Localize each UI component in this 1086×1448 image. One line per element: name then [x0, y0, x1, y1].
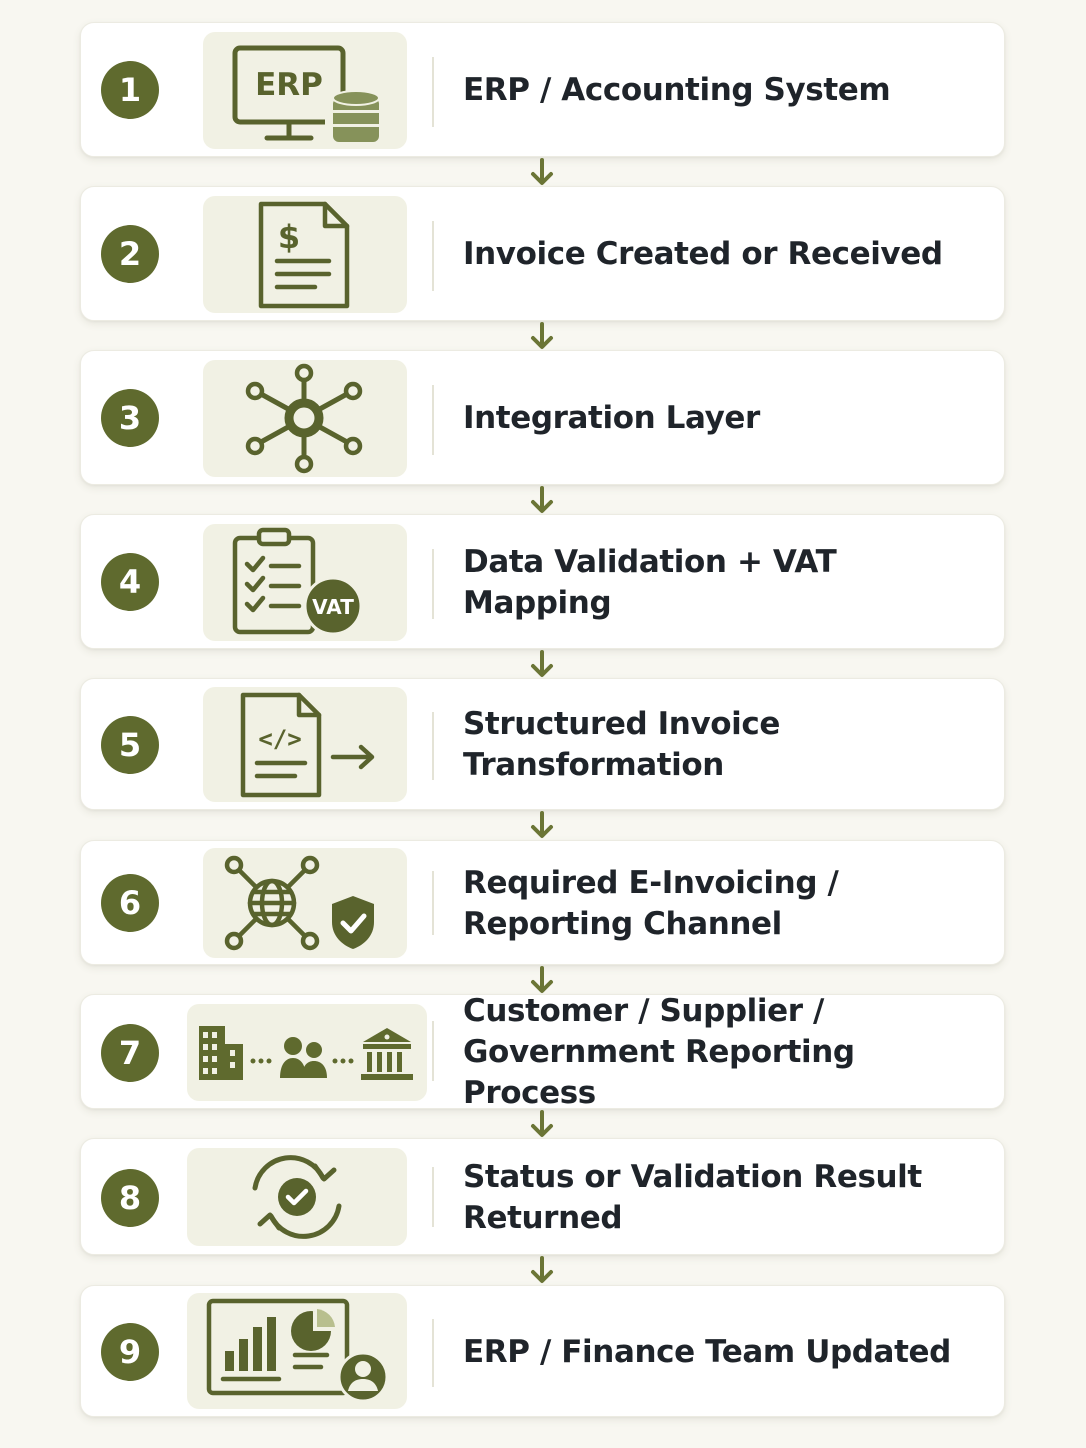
divider: [432, 1021, 434, 1081]
integration-hub-network-icon: [245, 363, 363, 474]
step-number-badge: 7: [101, 1024, 159, 1082]
divider: [432, 385, 434, 455]
vat-badge-text: VAT: [312, 595, 354, 619]
step-number-badge: 8: [101, 1169, 159, 1227]
step-label-line: Structured Invoice Transformation: [463, 706, 780, 783]
step-label: Status or Validation Result Returned: [463, 1139, 990, 1256]
divider: [432, 712, 434, 780]
step-label-line: ERP / Finance Team Updated: [463, 1333, 951, 1370]
pie-chart-icon: [291, 1309, 335, 1351]
step-card-8: 8 Status or Validation Result Returned: [80, 1138, 1005, 1255]
flow-arrow: [531, 966, 553, 993]
step-number-badge: 1: [101, 61, 159, 119]
step-label: Integration Layer: [463, 351, 990, 486]
flow-arrow: [531, 811, 553, 838]
code-document-arrow-icon: </>: [240, 692, 375, 798]
step-card-7: 7: [80, 993, 1005, 1111]
divider: [432, 1319, 434, 1387]
step-label-line: Integration Layer: [463, 400, 760, 436]
checklist-clipboard-vat-icon: VAT: [232, 527, 363, 636]
step-label: Required E-Invoicing / Reporting Channel: [463, 841, 990, 966]
step-card-9: 9 ERP / Fina: [80, 1285, 1005, 1417]
step-number-badge: 4: [101, 553, 159, 611]
divider: [432, 57, 434, 127]
step-card-6: 6 Required E-In: [80, 840, 1005, 965]
step-label-line: Status or Validation Result Returned: [463, 1158, 922, 1236]
flow-arrow: [531, 1110, 553, 1137]
step-card-2: 2 $ Invoice Created or Received: [80, 186, 1005, 321]
step-number-badge: 5: [101, 716, 159, 774]
step-label-line: ERP / Accounting System: [463, 72, 891, 108]
flow-arrow: [531, 1256, 553, 1283]
icon-tile: [187, 1148, 407, 1246]
dollar-sign-text: $: [278, 218, 300, 256]
step-label-line: Data Validation + VAT Mapping: [463, 543, 837, 621]
icon-tile: [187, 1293, 407, 1409]
icon-tile: ERP: [203, 32, 407, 149]
step-number-badge: 6: [101, 874, 159, 932]
icon-tile: [187, 1004, 427, 1101]
step-label-line: Customer / Supplier /: [463, 993, 824, 1029]
icon-tile: [203, 360, 407, 477]
step-label: ERP / Accounting System: [463, 23, 990, 158]
step-number-badge: 2: [101, 225, 159, 283]
step-card-4: 4 VAT Data Validation + VAT Mapping: [80, 514, 1005, 649]
step-label: ERP / Finance Team Updated: [463, 1286, 990, 1418]
erp-computer-database-icon: ERP: [232, 45, 385, 146]
globe-network-shield-icon: [224, 855, 374, 951]
divider: [432, 1167, 434, 1227]
step-label: Invoice Created or Received: [463, 187, 990, 322]
icon-tile: [203, 848, 407, 958]
step-label: Structured Invoice Transformation: [463, 679, 990, 811]
step-label-line: Invoice Created or Received: [463, 236, 943, 272]
divider: [432, 549, 434, 619]
step-label-line: Required E-Invoicing /: [463, 864, 839, 901]
people-icon: [280, 1037, 327, 1078]
step-label-line: Government Reporting Process: [463, 1034, 855, 1111]
step-label-line: Reporting Channel: [463, 905, 782, 942]
step-number-badge: 9: [101, 1323, 159, 1381]
code-brackets-text: </>: [258, 725, 301, 753]
flow-arrow: [531, 322, 553, 349]
icon-tile: $: [203, 196, 407, 313]
divider: [432, 871, 434, 935]
invoice-dollar-document-icon: $: [258, 201, 350, 309]
divider: [432, 221, 434, 291]
icon-tile: </>: [203, 687, 407, 802]
bar-chart-icon: [225, 1317, 276, 1371]
flow-arrow: [531, 158, 553, 185]
erp-icon-text: ERP: [255, 67, 323, 103]
step-card-5: 5 </> Structured Invoice Transformation: [80, 678, 1005, 810]
step-card-1: 1 ERP ERP / Accounting System: [80, 22, 1005, 157]
step-number-badge: 3: [101, 389, 159, 447]
dashboard-chart-user-icon: [206, 1298, 389, 1403]
icon-tile: VAT: [203, 524, 407, 641]
refresh-check-icon: [252, 1155, 342, 1239]
step-card-3: 3 Integration Layer: [80, 350, 1005, 485]
flow-arrow: [531, 486, 553, 513]
step-label: Customer / Supplier / Government Reporti…: [463, 993, 990, 1111]
step-label: Data Validation + VAT Mapping: [463, 515, 990, 650]
flow-arrow: [531, 650, 553, 677]
building-people-government-icon: [199, 1026, 413, 1080]
